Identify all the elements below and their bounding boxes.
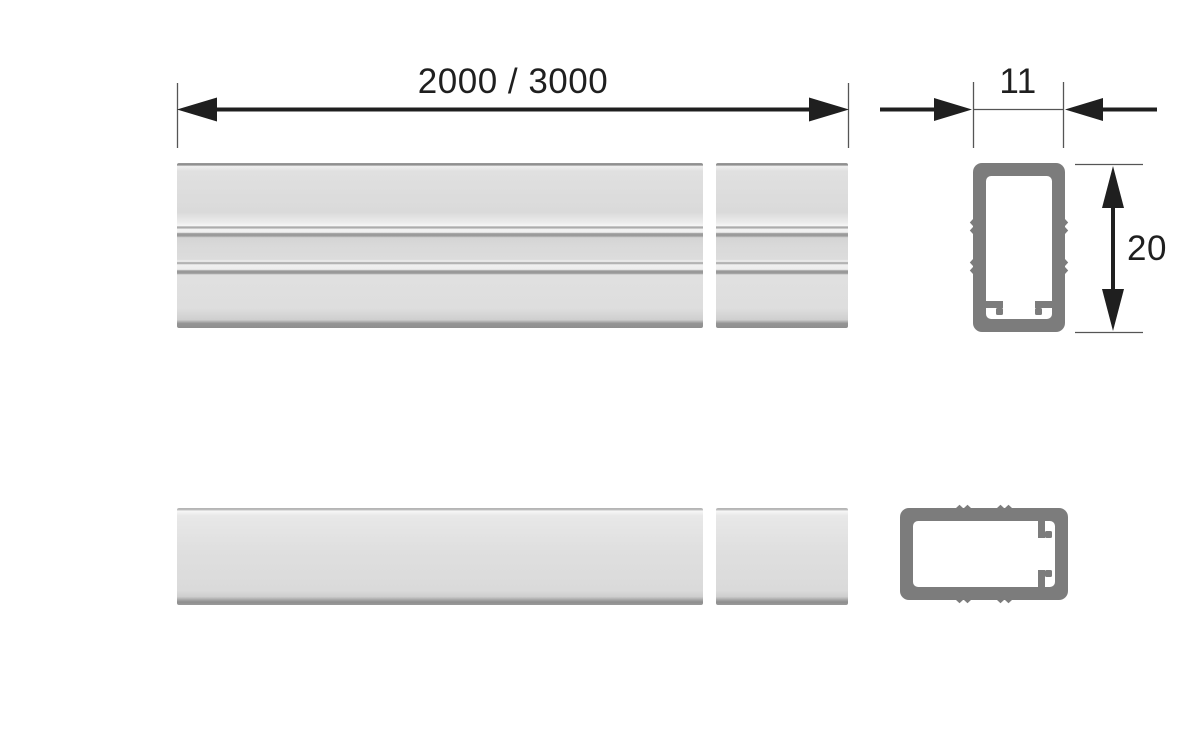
hook-tab-left bbox=[986, 301, 1003, 308]
length-dimension: 2000 / 3000 bbox=[176, 62, 850, 148]
screw-channel-hooks bbox=[986, 301, 1052, 315]
arrow-right-icon bbox=[809, 97, 849, 122]
screw-channel-hooks bbox=[1038, 521, 1052, 587]
height-dimension: 20 bbox=[1075, 163, 1167, 334]
hook-tooth-right bbox=[1035, 308, 1042, 315]
serration-bottom-left bbox=[956, 600, 971, 604]
bar-segment-left bbox=[177, 163, 703, 328]
serration-top-right bbox=[997, 504, 1012, 508]
retention-serrations bbox=[969, 219, 1069, 274]
cross-section-flat bbox=[900, 504, 1068, 604]
arrow-right-icon bbox=[934, 98, 972, 121]
section-cavity bbox=[986, 176, 1052, 319]
serration-right-upper bbox=[1065, 219, 1069, 234]
hook-tooth-top bbox=[1045, 531, 1052, 538]
width-dimension-label: 11 bbox=[999, 62, 1036, 101]
height-dimension-label: 20 bbox=[1127, 229, 1167, 268]
cross-section-upright bbox=[969, 163, 1069, 332]
bar-segment-right bbox=[716, 508, 848, 605]
serration-bottom-right bbox=[997, 600, 1012, 604]
profile-front-view bbox=[177, 163, 848, 328]
serration-left-upper bbox=[969, 219, 973, 234]
arrow-down-icon bbox=[1102, 289, 1124, 331]
hook-tooth-left bbox=[996, 308, 1003, 315]
arrow-left-icon bbox=[1065, 98, 1103, 121]
bar-segment-left bbox=[177, 508, 703, 605]
section-cavity bbox=[913, 521, 1055, 587]
profile-top-view bbox=[177, 508, 848, 605]
width-dimension: 11 bbox=[880, 62, 1157, 148]
serration-right-lower bbox=[1065, 259, 1069, 274]
arrow-left-icon bbox=[177, 97, 217, 122]
retention-serrations bbox=[956, 504, 1012, 604]
length-dimension-label: 2000 / 3000 bbox=[418, 62, 608, 101]
hook-tab-top bbox=[1038, 521, 1045, 538]
hook-tooth-bottom bbox=[1045, 570, 1052, 577]
arrow-up-icon bbox=[1102, 166, 1124, 208]
hook-tab-bottom bbox=[1038, 570, 1045, 587]
serration-top-left bbox=[956, 504, 971, 508]
serration-left-lower bbox=[969, 259, 973, 274]
hook-tab-right bbox=[1035, 301, 1052, 308]
bar-segment-right bbox=[716, 163, 848, 328]
